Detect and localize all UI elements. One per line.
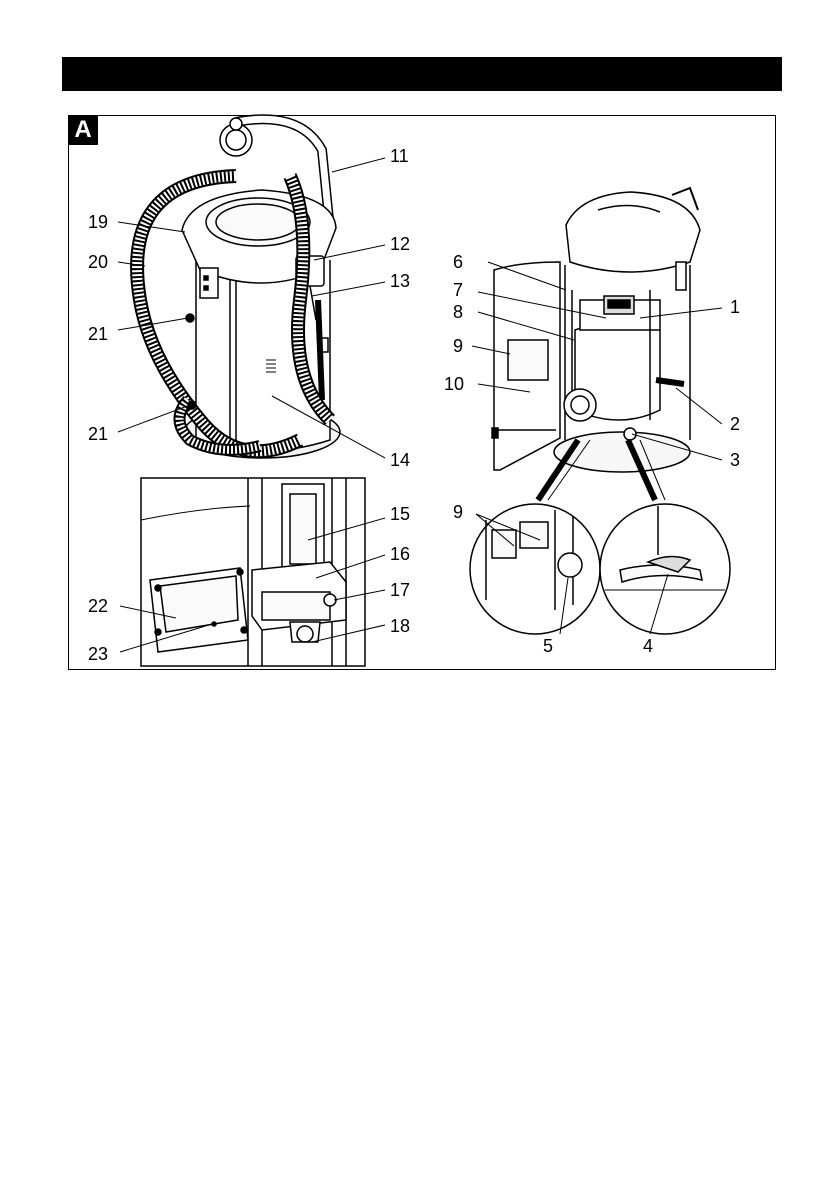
- callout-1: 1: [730, 297, 740, 317]
- detail-circle-right: [600, 504, 730, 634]
- callout-3: 3: [730, 450, 740, 470]
- callout-19: 19: [88, 212, 108, 232]
- callout-8: 8: [453, 302, 463, 322]
- callout-12: 12: [390, 234, 410, 254]
- callout-21-b: 21: [88, 424, 108, 444]
- right-device: [492, 188, 700, 500]
- callout-10: 10: [444, 374, 464, 394]
- callout-6: 6: [453, 252, 463, 272]
- callout-23: 23: [88, 644, 108, 664]
- left-device: [137, 118, 340, 458]
- callout-2: 2: [730, 414, 740, 434]
- callout-13: 13: [390, 271, 410, 291]
- callout-18: 18: [390, 616, 410, 636]
- callout-22: 22: [88, 596, 108, 616]
- callout-20: 20: [88, 252, 108, 272]
- detail-circle-left: [470, 504, 600, 634]
- callout-15: 15: [390, 504, 410, 524]
- callout-11: 11: [390, 146, 409, 166]
- callout-4: 4: [643, 636, 653, 656]
- callout-16: 16: [390, 544, 410, 564]
- callout-17: 17: [390, 580, 410, 600]
- callout-9-a: 9: [453, 336, 463, 356]
- callout-9-b: 9: [453, 502, 463, 522]
- callout-5: 5: [543, 636, 553, 656]
- callout-21-a: 21: [88, 324, 108, 344]
- callout-7: 7: [453, 280, 463, 300]
- callout-14: 14: [390, 450, 410, 470]
